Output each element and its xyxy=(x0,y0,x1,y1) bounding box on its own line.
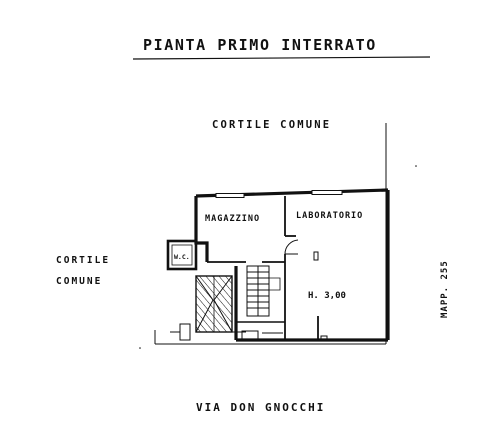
wc-label: W.C. xyxy=(174,253,190,261)
stray-mark xyxy=(139,347,141,349)
plan-title: PIANTA PRIMO INTERRATO xyxy=(143,36,377,54)
courtyard-top-label: CORTILE COMUNE xyxy=(212,119,331,131)
street-label: VIA DON GNOCCHI xyxy=(196,401,325,414)
stair-steps xyxy=(246,265,281,317)
room-label-storage: MAGAZZINO xyxy=(205,214,260,224)
lab-details xyxy=(313,251,328,341)
partitions xyxy=(207,196,296,340)
title-underline xyxy=(132,56,431,60)
staircase xyxy=(195,275,233,333)
top-windows xyxy=(215,190,343,198)
stray-mark xyxy=(415,165,417,167)
courtyard-left-label-1: CORTILE xyxy=(56,255,110,266)
room-label-lab: LABORATORIO xyxy=(296,211,363,221)
parcel-label: MAPP. 255 xyxy=(440,260,450,318)
courtyard-left-label-2: COMUNE xyxy=(56,276,102,287)
lab-door-swing xyxy=(284,239,299,255)
room-height-label: H. 3,00 xyxy=(308,291,346,301)
lower-corridor xyxy=(170,321,285,341)
wc-annex xyxy=(166,239,198,271)
